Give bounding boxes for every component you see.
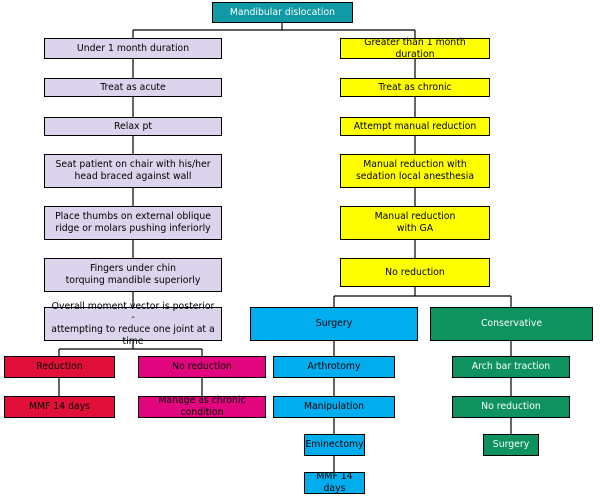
node-no-reduction-conservative: No reduction	[452, 396, 570, 418]
node-fingers-chin: Fingers under chin torquing mandible sup…	[44, 258, 222, 292]
node-place-thumbs: Place thumbs on external oblique ridge o…	[44, 206, 222, 240]
node-surgery: Surgery	[250, 307, 418, 341]
node-no-reduction-acute: No reduction	[138, 356, 266, 378]
connector-root	[132, 23, 416, 38]
node-sedation: Manual reduction with sedation local ane…	[340, 154, 490, 188]
node-arthrotomy: Arthrotomy	[273, 356, 395, 378]
node-seat-patient: Seat patient on chair with his/her head …	[44, 154, 222, 188]
node-conservative: Conservative	[430, 307, 593, 341]
node-treat-chronic: Treat as chronic	[340, 78, 490, 97]
node-reduction: Reduction	[4, 356, 115, 378]
connector-chronic-split	[333, 287, 512, 307]
node-manual-ga: Manual reduction with GA	[340, 206, 490, 240]
node-no-reduction-chronic: No reduction	[340, 258, 490, 287]
node-treat-acute: Treat as acute	[44, 78, 222, 97]
node-manipulation: Manipulation	[273, 396, 395, 418]
connector-acute-split	[58, 341, 203, 356]
node-manage-chronic: Manage as chronic condition	[138, 395, 266, 418]
node-mmf-14-days-surgery: MMF 14 days	[304, 471, 365, 494]
node-under-1-month: Under 1 month duration	[44, 38, 222, 59]
node-eminectomy: Eminectomy	[304, 434, 365, 456]
node-attempt-manual: Attempt manual reduction	[340, 117, 490, 136]
node-greater-1-month: Greater than 1 month duration	[340, 37, 490, 60]
node-mmf-14-days: MMF 14 days	[4, 396, 115, 418]
node-arch-bar: Arch bar traction	[452, 356, 570, 378]
node-relax: Relax pt	[44, 117, 222, 136]
node-surgery-conservative: Surgery	[483, 434, 539, 456]
node-moment-vector: Overall moment vector is posterior - att…	[44, 301, 222, 347]
node-root: Mandibular dislocation	[212, 2, 353, 23]
